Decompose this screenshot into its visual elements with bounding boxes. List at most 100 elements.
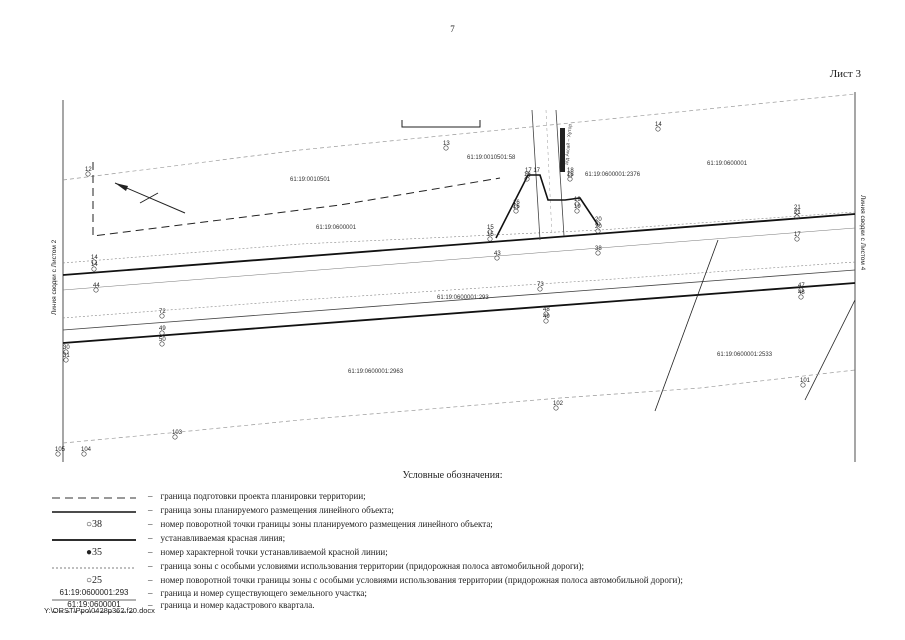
- legend-symbol-text: ○38: [85, 519, 103, 530]
- turning-point-label: 73: [537, 282, 544, 288]
- turning-point-marker: [91, 259, 97, 265]
- parcel-boundary-e: [804, 299, 856, 401]
- turning-point-marker: [543, 311, 549, 317]
- turning-point-label: 49: [159, 326, 166, 332]
- turning-point-label: 31: [63, 353, 70, 359]
- legend-dash: –: [148, 533, 153, 543]
- legend-symbol-text: ○25: [85, 575, 103, 586]
- turning-point-label: 16: [524, 172, 531, 178]
- legend-symbol: [44, 533, 144, 547]
- turning-point-label: 48: [798, 290, 805, 296]
- turning-point-marker: [159, 313, 165, 319]
- red-line-junction: [495, 174, 599, 239]
- turning-point-label: 15: [487, 225, 494, 231]
- quarter-mid-label: 61:19:0600001: [316, 225, 357, 231]
- turning-point-label: 17: [794, 232, 801, 238]
- turning-point-label: 48: [543, 307, 550, 313]
- quarter-nw-label: 61:19:0010501: [290, 177, 331, 183]
- turning-point-marker: [159, 341, 165, 347]
- turning-point-label: 21: [794, 205, 801, 211]
- legend-symbol: 61:19:0600001: [44, 600, 144, 614]
- sheet-label: Лист 3: [829, 68, 861, 80]
- turning-point-marker: [798, 294, 804, 300]
- legend-item: 61:19:0600001:293 –граница и номер сущест…: [44, 588, 864, 602]
- roadside-zone-upper: [62, 211, 856, 264]
- legend-item: ●35–номер характерной точки устанавливае…: [44, 547, 864, 561]
- legend-text: граница подготовки проекта планировки те…: [160, 491, 366, 501]
- turning-point-label: 16: [513, 204, 520, 210]
- legend-text: граница и номер существующего земельного…: [160, 588, 367, 598]
- turning-point-label: 43: [494, 251, 501, 257]
- turning-point-marker: [63, 349, 69, 355]
- turning-point-label: 14: [655, 122, 662, 128]
- turning-point-marker: [55, 451, 61, 457]
- legend-dash: –: [148, 547, 153, 557]
- turning-point-label: 19: [574, 204, 581, 210]
- legend-symbol: ○38: [44, 519, 144, 533]
- turning-point-label: 14: [91, 262, 98, 268]
- right-match-label: Линия сводки с Листом 4: [859, 195, 866, 271]
- turning-point-marker: [172, 434, 178, 440]
- legend-description: –граница зоны планируемого размещения ли…: [148, 505, 394, 515]
- turning-point-marker: [800, 382, 806, 388]
- turning-point-label: 101: [800, 378, 811, 384]
- turning-point-label: 30: [63, 345, 70, 351]
- quarter-n-label: 61:19:0010501:58: [467, 155, 516, 161]
- legend-item: –устанавливаемая красная линия;: [44, 533, 864, 547]
- road-parcel-line-2: [62, 227, 856, 291]
- road-parcel-line: [62, 269, 856, 331]
- turning-point-label: 102: [553, 401, 564, 407]
- side-road-east: [555, 109, 565, 237]
- turning-point-marker: [567, 176, 573, 182]
- legend-description: –граница и номер существующего земельног…: [148, 588, 367, 598]
- legend-item: –граница зоны с особыми условиями исполь…: [44, 561, 864, 575]
- turning-point-marker: [443, 145, 449, 151]
- parcel-road-label: 61:19:0600001:293: [437, 295, 489, 301]
- legend-dash: –: [148, 561, 153, 571]
- turning-point-marker: [574, 208, 580, 214]
- page-number: 7: [450, 24, 455, 34]
- turning-point-marker: [513, 204, 519, 210]
- turning-point-marker: [63, 357, 69, 363]
- turning-point-marker: [794, 214, 800, 220]
- legend-dash: –: [148, 600, 153, 610]
- legend-dash: –: [148, 575, 153, 585]
- legend-symbol: [44, 561, 144, 575]
- turning-point-marker: [487, 236, 493, 242]
- legend-text: номер поворотной точки границы зоны план…: [160, 519, 493, 529]
- turning-point-label: 38: [595, 246, 602, 252]
- legend-description: –граница и номер кадастрового квартала.: [148, 600, 315, 610]
- legend-text: номер характерной точки устанавливаемой …: [160, 547, 388, 557]
- legend-text: граница зоны с особыми условиями использ…: [160, 561, 584, 571]
- turning-point-marker: [81, 451, 87, 457]
- legend-symbol-text: 61:19:0600001:293: [59, 588, 129, 597]
- turning-point-marker: [794, 209, 800, 215]
- red-line-upper: [62, 213, 856, 276]
- legend-text: граница и номер кадастрового квартала.: [160, 600, 315, 610]
- turning-point-marker: [525, 172, 531, 178]
- planning-map: Линия сводки с Листом 2 Линия сводки с Л…: [51, 92, 866, 462]
- turning-point-marker: [595, 221, 601, 227]
- turning-point-label: 18: [567, 168, 574, 174]
- legend-description: –номер характерной точки устанавливаемой…: [148, 547, 388, 557]
- turning-point-label: 12: [85, 167, 92, 173]
- footer-path: Y:\ORST\Ppo\0428p362.f20.docx: [44, 606, 155, 615]
- turning-point-label: 103: [172, 430, 183, 436]
- turning-point-label: 19: [574, 197, 581, 203]
- legend-description: –граница подготовки проекта планировки т…: [148, 491, 366, 501]
- turning-point-marker: [553, 405, 559, 411]
- turning-point-marker: [567, 172, 573, 178]
- turning-point-marker: [537, 286, 543, 292]
- turning-point-label: 20: [595, 224, 602, 230]
- legend-dash: –: [148, 519, 153, 529]
- legend-description: –номер поворотной точки границы зоны с о…: [148, 575, 683, 585]
- parcel-ne-label: 61:19:0600001:2376: [585, 172, 641, 178]
- legend-item: ○38 –номер поворотной точки границы зоны …: [44, 519, 864, 533]
- legend-symbol: ●35: [44, 547, 144, 561]
- parcel-south-label: 61:19:0600001:2963: [348, 369, 404, 375]
- turning-point-marker: [655, 126, 661, 132]
- legend-item: ○25 –номер поворотной точки границы зоны …: [44, 575, 864, 589]
- turning-point-label: 72: [159, 309, 166, 315]
- turning-point-label: 44: [93, 283, 100, 289]
